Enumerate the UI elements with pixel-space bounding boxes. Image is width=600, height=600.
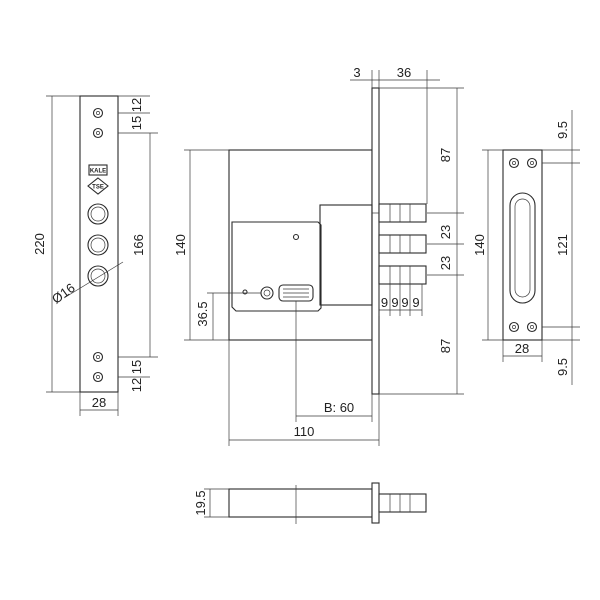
bolt-width-label: 9 [412, 295, 419, 310]
screw-hole [526, 321, 538, 333]
bolt-hole [87, 234, 109, 256]
front-plate [371, 87, 380, 395]
bolt-zone-height-label: 87 [438, 148, 453, 162]
strike-top-offset-label: 9.5 [555, 121, 570, 139]
lock-body-outline [228, 149, 373, 341]
keyhole-height-label: 36.5 [195, 301, 210, 326]
strike-slot-length-label: 121 [555, 234, 570, 256]
faceplate-height-label: 220 [32, 233, 47, 255]
hole-spacing-label: 166 [131, 234, 146, 256]
screw-hole [92, 107, 104, 119]
screw-hole [92, 371, 104, 383]
body-thickness-label: 19.5 [193, 490, 208, 515]
bottom-screw-offset-label: 12 [129, 378, 144, 392]
brand-logo: KALE TSE [87, 164, 109, 195]
cylinder-hole-diameter-label: Ø16 [49, 280, 78, 307]
bolt-width-label: 9 [391, 295, 398, 310]
rivet [292, 233, 300, 241]
faceplate-width-label: 28 [92, 395, 106, 410]
bolt-zone-height-lower-label: 87 [438, 339, 453, 353]
bolt-width-label: 9 [401, 295, 408, 310]
strike-plate-outline [502, 149, 543, 341]
strike-height-label: 140 [472, 234, 487, 256]
top-screw-spacing-label: 15 [129, 116, 144, 130]
bolt-width-label: 9 [381, 295, 388, 310]
bolt [378, 265, 427, 285]
screw-hole [92, 127, 104, 139]
bolt [372, 203, 427, 223]
screw-hole [92, 351, 104, 363]
top-screw-offset-label: 12 [129, 98, 144, 112]
faceplate-outline [79, 95, 119, 393]
strike-width-label: 28 [515, 341, 529, 356]
strike-slot [509, 192, 536, 304]
front-plate-top-view [371, 482, 380, 524]
mechanism-plate [231, 221, 322, 312]
diameter-leader [63, 261, 124, 299]
lock-body-view: 3 36 87 23 23 87 9 9 9 9 140 36.5 [173, 65, 464, 446]
bolt [378, 234, 427, 254]
strike-bottom-offset-label: 9.5 [555, 358, 570, 376]
body-top-view [228, 488, 373, 518]
screw-hole [508, 157, 520, 169]
cylinder-hole [87, 265, 109, 287]
bolt-hole [87, 203, 109, 225]
screw-hole [508, 321, 520, 333]
logo-text: KALE [90, 169, 106, 175]
rivet [242, 289, 248, 295]
faceplate-view: KALE TSE Ø16 220 166 12 15 15 12 [32, 95, 158, 416]
backset-label: B: 60 [324, 400, 354, 415]
logo-subtext: TSE [92, 185, 104, 191]
bolt-spacing-label: 23 [438, 225, 453, 239]
strike-plate-view: 140 9.5 121 9.5 28 [472, 110, 580, 385]
plate-thickness-label: 3 [353, 65, 360, 80]
top-view: 19.5 [193, 482, 427, 524]
bottom-screw-spacing-label: 15 [129, 360, 144, 374]
bolt-projection-label: 36 [397, 65, 411, 80]
body-depth-label: 110 [294, 424, 315, 439]
bolt-top-view [378, 493, 427, 513]
screw-hole [526, 157, 538, 169]
body-height-label: 140 [173, 234, 188, 256]
bolt-spacing-label: 23 [438, 256, 453, 270]
bolt-housing [319, 204, 373, 306]
